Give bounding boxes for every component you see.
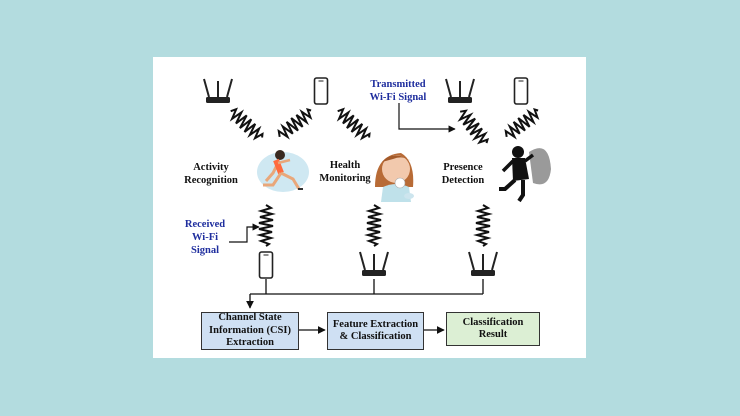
router-icon <box>203 78 233 104</box>
classification-result-box: Classification Result <box>446 312 540 346</box>
wifi-signal-icon <box>258 204 274 247</box>
router-icon <box>468 251 498 277</box>
received-signal-label: Received Wi-Fi Signal <box>184 219 226 256</box>
transmitted-signal-label: Transmitted Wi-Fi Signal <box>369 79 427 103</box>
smartphone-icon <box>258 251 274 279</box>
wifi-signal-icon <box>366 204 382 247</box>
diagram-panel: Activity Recognition Health Monitoring P… <box>153 57 586 358</box>
health-monitoring-label: Health Monitoring <box>319 160 371 184</box>
smartphone-icon <box>313 77 329 105</box>
presence-detection-label: Presence Detection <box>441 162 485 186</box>
wifi-signal-icon <box>475 204 491 247</box>
wifi-signal-icon <box>225 104 268 144</box>
thief-figure <box>499 146 551 203</box>
wifi-signal-icon <box>453 106 493 149</box>
smartphone-icon <box>513 77 529 105</box>
csi-extraction-box: Channel State Information (CSI) Extracti… <box>201 312 299 350</box>
wifi-signal-icon <box>501 104 544 144</box>
diagram-graphics <box>203 77 551 334</box>
activity-recognition-label: Activity Recognition <box>184 162 238 186</box>
wifi-signal-icon <box>274 104 317 144</box>
wifi-signal-icon <box>332 104 375 144</box>
feature-extraction-box: Feature Extraction & Classification <box>327 312 424 350</box>
router-icon <box>445 78 475 104</box>
router-icon <box>359 251 389 277</box>
runner-figure <box>257 150 309 192</box>
sick-person-figure <box>375 153 414 202</box>
